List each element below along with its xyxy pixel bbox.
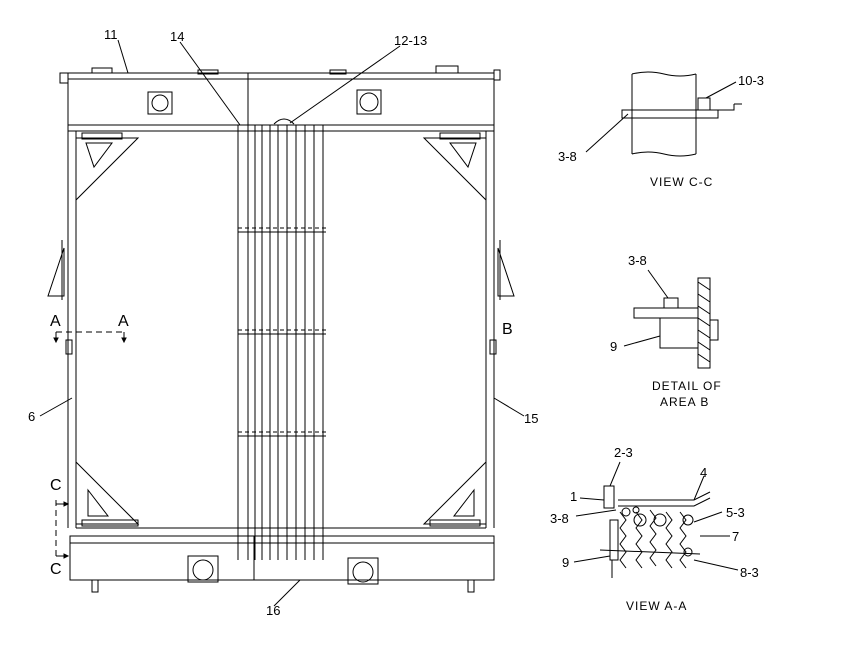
leader-lines <box>39 39 525 607</box>
detail-b-caption-line1: DETAIL OF <box>652 379 722 393</box>
radiator-assembly <box>47 65 515 593</box>
callout-3-8-detail-b: 3-8 <box>628 253 647 268</box>
section-mark-c-bottom: C <box>50 561 62 578</box>
callout-3-8-view-cc: 3-8 <box>558 149 577 164</box>
callout-4: 4 <box>700 465 708 480</box>
detail-b-drawing <box>623 269 719 369</box>
top-tank <box>59 65 501 132</box>
callout-9-view-aa: 9 <box>562 555 570 570</box>
callout-7: 7 <box>732 529 740 544</box>
callout-6: 6 <box>28 409 36 424</box>
callout-1: 1 <box>570 489 578 504</box>
callout-14: 14 <box>170 29 185 44</box>
detail-b-caption-line2: AREA B <box>660 395 710 409</box>
view-aa-drawing <box>573 461 739 578</box>
core-tubes <box>237 125 326 560</box>
callout-3-8-view-aa: 3-8 <box>550 511 569 526</box>
section-mark-a-right: A <box>118 313 129 330</box>
section-mark-c-top: C <box>50 477 62 494</box>
callout-12-13: 12-13 <box>394 33 428 48</box>
bottom-tank <box>69 535 495 593</box>
callout-15: 15 <box>524 411 539 426</box>
view-cc-drawing <box>585 71 742 157</box>
callout-5-3: 5-3 <box>726 505 745 520</box>
callout-8-3: 8-3 <box>740 565 759 580</box>
corner-gussets <box>75 132 487 527</box>
callout-16: 16 <box>266 603 281 618</box>
view-aa-caption: VIEW A-A <box>626 599 688 613</box>
callout-2-3: 2-3 <box>614 445 633 460</box>
callout-9-detail-b: 9 <box>610 339 618 354</box>
section-line-cc <box>55 500 70 560</box>
section-mark-b: B <box>502 321 513 338</box>
callout-10-3: 10-3 <box>738 73 765 88</box>
callout-11: 11 <box>104 27 118 42</box>
section-line-aa <box>53 331 127 344</box>
section-mark-a-left: A <box>50 313 61 330</box>
view-cc-caption: VIEW C-C <box>650 175 714 189</box>
